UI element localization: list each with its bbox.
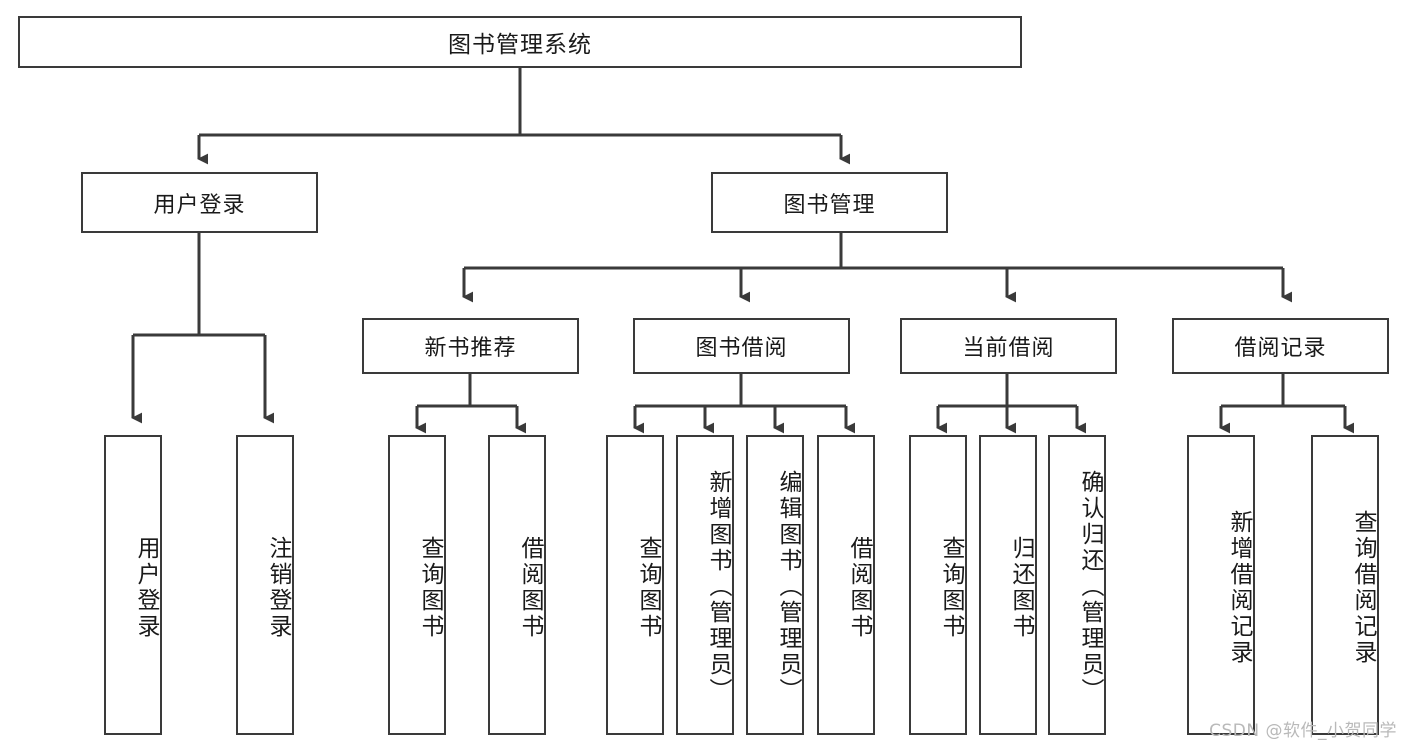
node-borrow-record[interactable]: 借阅记录: [1172, 318, 1389, 374]
node-current-borrow[interactable]: 当前借阅: [900, 318, 1117, 374]
csdn-watermark: CSDN @软件_小贺同学: [1209, 721, 1397, 741]
leaf-book-borrow-edit[interactable]: 编辑图书（管理员）: [746, 435, 804, 735]
node-new-book-recommend[interactable]: 新书推荐: [362, 318, 579, 374]
leaf-user-login-logout[interactable]: 注销登录: [236, 435, 294, 735]
leaf-user-login-login[interactable]: 用户登录: [104, 435, 162, 735]
node-book-borrow[interactable]: 图书借阅: [633, 318, 850, 374]
leaf-current-borrow-confirm[interactable]: 确认归还（管理员）: [1048, 435, 1106, 735]
leaf-book-borrow-add[interactable]: 新增图书（管理员）: [676, 435, 734, 735]
node-root-system[interactable]: 图书管理系统: [18, 16, 1022, 68]
leaf-new-book-query[interactable]: 查询图书: [388, 435, 446, 735]
leaf-current-borrow-query[interactable]: 查询图书: [909, 435, 967, 735]
leaf-new-book-borrow[interactable]: 借阅图书: [488, 435, 546, 735]
leaf-current-borrow-return[interactable]: 归还图书: [979, 435, 1037, 735]
leaf-book-borrow-query[interactable]: 查询图书: [606, 435, 664, 735]
leaf-book-borrow-lend[interactable]: 借阅图书: [817, 435, 875, 735]
leaf-borrow-record-query[interactable]: 查询借阅记录: [1311, 435, 1379, 735]
leaf-borrow-record-add[interactable]: 新增借阅记录: [1187, 435, 1255, 735]
node-user-login[interactable]: 用户登录: [81, 172, 318, 233]
node-book-management[interactable]: 图书管理: [711, 172, 948, 233]
